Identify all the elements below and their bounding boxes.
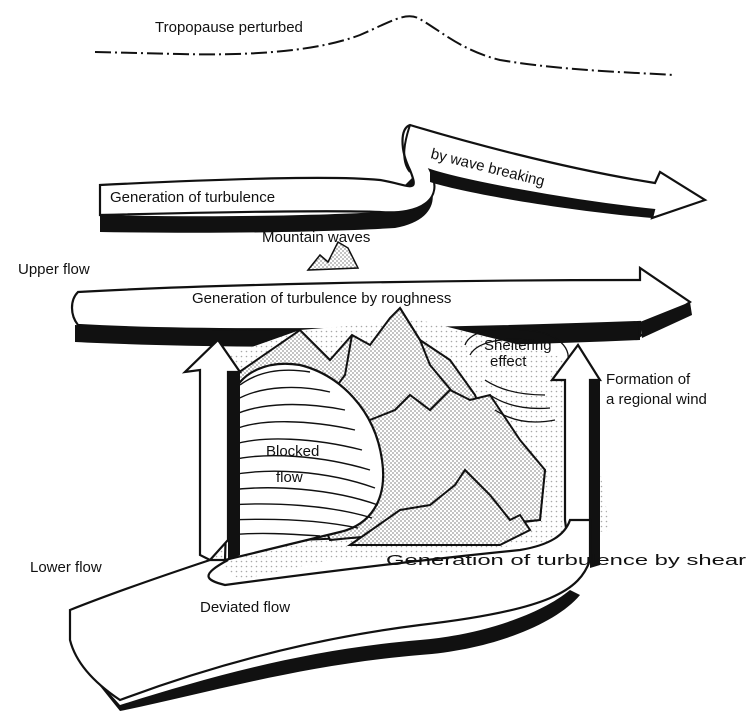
lower-flow-label: Lower flow [30, 559, 102, 576]
shear-label: Generation of turbulence by shear [386, 552, 746, 569]
effect-label: effect [490, 353, 527, 370]
upper-flow-label: Upper flow [18, 261, 90, 278]
sheltering-label: Sheltering [484, 337, 552, 354]
deviated-flow-label: Deviated flow [200, 599, 290, 616]
blocked-flow-label: flow [276, 469, 303, 486]
tropopause-label: Tropopause perturbed [155, 19, 303, 36]
regional-wind-label-2: a regional wind [606, 391, 707, 408]
mountain-peak-top [308, 242, 358, 270]
blocked-label: Blocked [266, 443, 319, 460]
roughness-label: Generation of turbulence by roughness [192, 290, 451, 307]
mountain-waves-label: Mountain waves [262, 229, 370, 246]
upper-turbulence-label: Generation of turbulence [110, 189, 275, 206]
left-arrow-shadow [228, 372, 240, 560]
regional-wind-label-1: Formation of [606, 371, 691, 388]
right-arrow-shadow [590, 380, 600, 568]
